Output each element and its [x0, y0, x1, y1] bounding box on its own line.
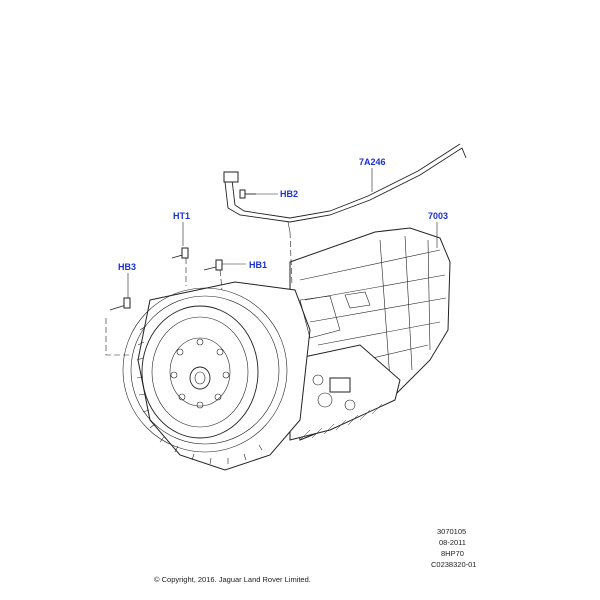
- callout-ht1: HT1: [173, 211, 190, 221]
- meta-line-1: 3070105: [437, 527, 466, 536]
- stud-ht1: [171, 247, 189, 286]
- breather-pipe: [223, 143, 467, 286]
- copyright-text: © Copyright, 2016. Jaguar Land Rover Lim…: [154, 575, 311, 584]
- callout-hb3: HB3: [118, 262, 136, 272]
- callout-hb2: HB2: [280, 189, 298, 199]
- bolt-hb2: [239, 189, 256, 199]
- callout-7003: 7003: [428, 211, 448, 221]
- bolt-hb3: [105, 297, 132, 356]
- transmission-assembly: [122, 227, 451, 471]
- bolt-hb1: [203, 259, 223, 291]
- callout-7a246: 7A246: [359, 157, 386, 167]
- leader-lines: [127, 168, 438, 298]
- meta-line-4: C0238320-01: [431, 560, 476, 569]
- meta-line-3: 8HP70: [441, 549, 464, 558]
- callout-hb1: HB1: [249, 260, 267, 270]
- flexplate-bolt-holes: [170, 338, 230, 409]
- meta-line-2: 08-2011: [439, 538, 466, 547]
